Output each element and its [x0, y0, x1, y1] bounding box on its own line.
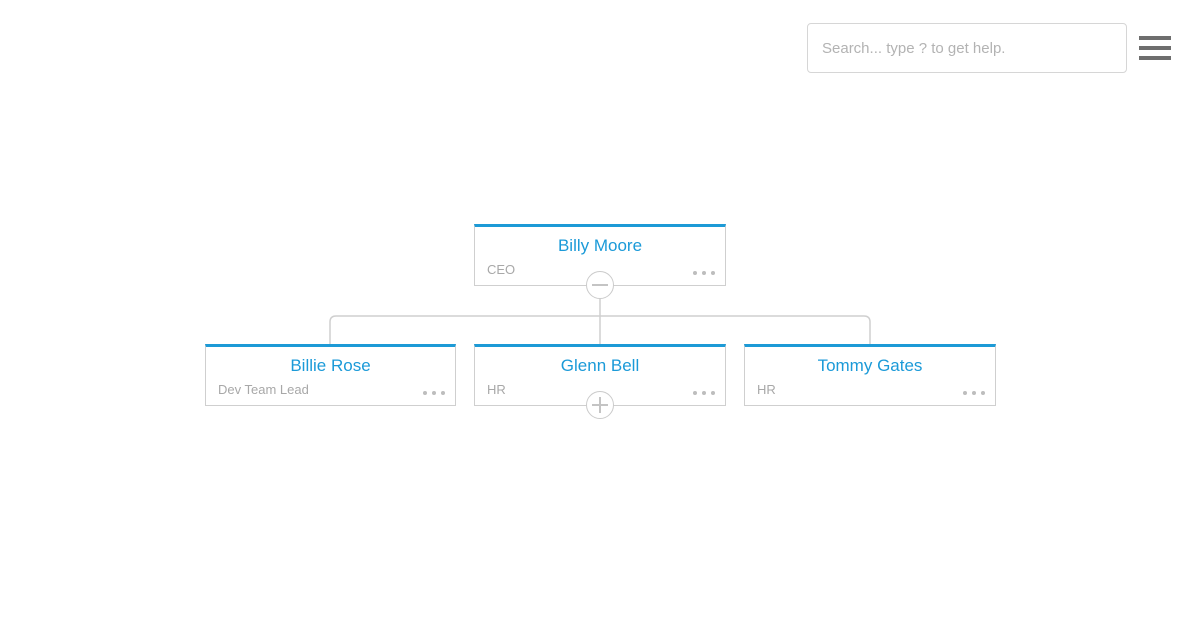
node-title: CEO: [487, 262, 516, 277]
menu-dot: [702, 391, 706, 395]
menu-dot: [711, 391, 715, 395]
menu-dot: [981, 391, 985, 395]
node-title: Dev Team Lead: [218, 382, 309, 397]
node-name: Glenn Bell: [560, 356, 640, 375]
collapse-toggle-billy-moore[interactable]: [586, 271, 614, 299]
menu-dot: [963, 391, 967, 395]
hamburger-menu-icon[interactable]: [1139, 33, 1171, 63]
hamburger-bar-3: [1139, 56, 1171, 60]
menu-dot: [972, 391, 976, 395]
node-menu-icon[interactable]: [693, 270, 715, 276]
menu-dot: [441, 391, 445, 395]
search-input[interactable]: [807, 23, 1127, 73]
node-tommy-gates[interactable]: Tommy Gates HR: [744, 344, 996, 406]
hamburger-bar-1: [1139, 36, 1171, 40]
node-menu-icon[interactable]: [963, 390, 985, 396]
node-name: Billie Rose: [290, 356, 371, 375]
node-title: HR: [487, 382, 506, 397]
hamburger-bar-2: [1139, 46, 1171, 50]
menu-dot: [693, 271, 697, 275]
menu-dot: [711, 271, 715, 275]
node-name: Billy Moore: [557, 236, 643, 255]
node-name: Tommy Gates: [817, 356, 923, 375]
menu-dot: [423, 391, 427, 395]
node-menu-icon[interactable]: [693, 390, 715, 396]
node-billie-rose[interactable]: Billie Rose Dev Team Lead: [205, 344, 456, 406]
node-title: HR: [757, 382, 776, 397]
expand-toggle-glenn-bell[interactable]: [586, 391, 614, 419]
search-box[interactable]: [807, 23, 1127, 73]
menu-dot: [693, 391, 697, 395]
menu-dot: [432, 391, 436, 395]
menu-dot: [702, 271, 706, 275]
top-bar: [0, 0, 1200, 96]
node-menu-icon[interactable]: [423, 390, 445, 396]
